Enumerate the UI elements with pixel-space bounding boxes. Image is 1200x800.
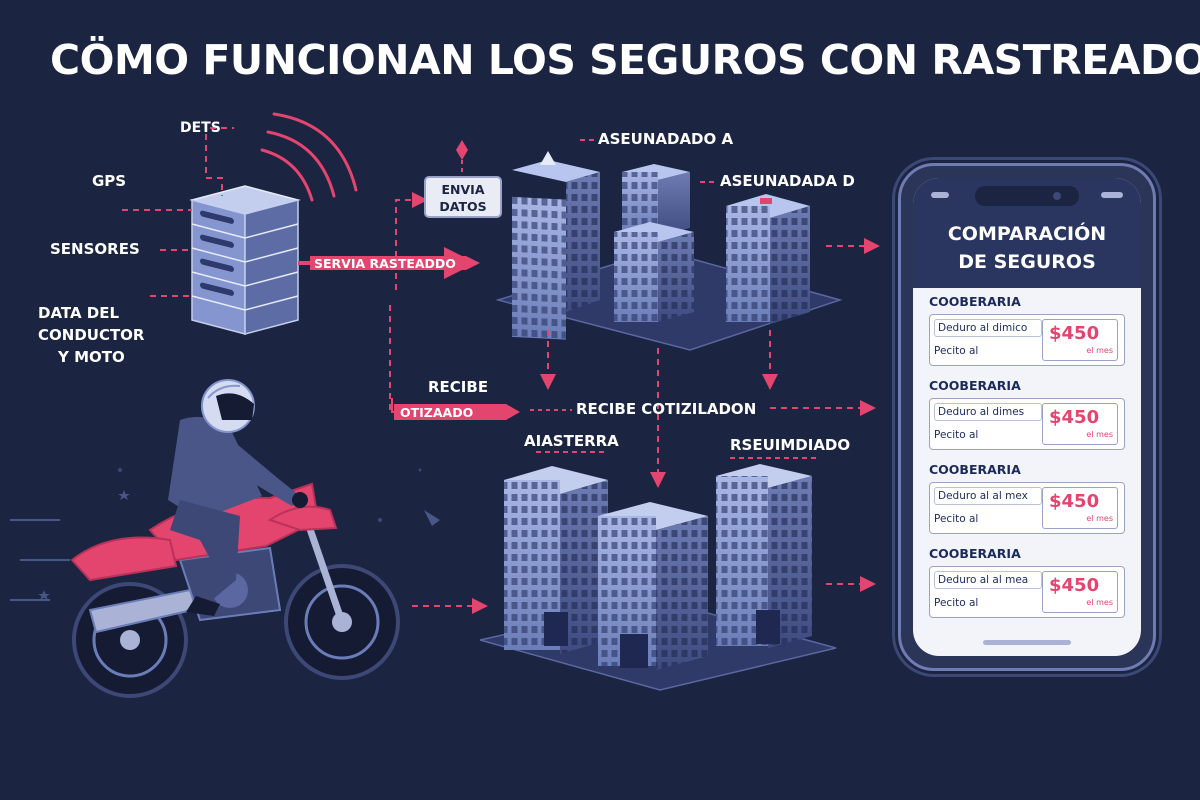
label-insurer-bottom-a: AIASTERRA <box>524 432 619 450</box>
quote-section[interactable]: COOBERARIA Deduro al al mex Pecito al $4… <box>929 462 1129 534</box>
quote-price-box: $450 el mes <box>1042 319 1118 361</box>
label-dets: DETS <box>180 120 221 136</box>
label-otizaado: OTIZAADO <box>400 405 474 420</box>
arrow-otizaado <box>391 398 520 420</box>
signal-waves-icon <box>260 112 358 202</box>
status-indicator-left <box>931 192 949 198</box>
quote-price-period: el mes <box>1086 514 1113 523</box>
label-sensores: SENSORES <box>50 240 140 258</box>
quote-price-label: Pecito al <box>934 513 979 525</box>
label-insurer-top-a: ASEUNADADO A <box>598 130 734 148</box>
label-insurer-top-b: ASEUNADADA D <box>720 172 855 190</box>
phone-title: COMPARACIÓN DE SEGUROS <box>913 220 1141 276</box>
quote-section[interactable]: COOBERARIA Deduro al dimico Pecito al $4… <box>929 294 1129 366</box>
phone-notch <box>975 186 1079 206</box>
phone-title-line1: COMPARACIÓN <box>947 223 1107 245</box>
quote-deductible: Deduro al dimico <box>934 319 1042 337</box>
quote-card[interactable]: Deduro al dimes Pecito al $450 el mes <box>929 398 1125 450</box>
label-driver-data-line3: Y MOTO <box>58 348 125 366</box>
quote-price-period: el mes <box>1086 430 1113 439</box>
quote-section-title: COOBERARIA <box>929 294 1021 309</box>
label-servia: SERVIA RASTEADDO <box>314 256 456 271</box>
motorcycle-rider-icon <box>10 379 400 698</box>
label-driver-data-line1: DATA DEL <box>38 304 120 322</box>
quote-price-label: Pecito al <box>934 429 979 441</box>
quote-price-box: $450 el mes <box>1042 403 1118 445</box>
label-insurer-bottom-b: RSEUIMDIADO <box>730 436 851 454</box>
quote-price-label: Pecito al <box>934 345 979 357</box>
office-building-icon <box>479 464 837 691</box>
envia-datos-badge: ENVIA DATOS <box>424 176 502 218</box>
office-building-icon <box>495 151 843 351</box>
envia-line2: DATOS <box>439 199 487 214</box>
quote-section-title: COOBERARIA <box>929 546 1021 561</box>
quote-card[interactable]: Deduro al al mex Pecito al $450 el mes <box>929 482 1125 534</box>
quote-deductible: Deduro al dimes <box>934 403 1042 421</box>
page-title: CÖMO FUNCIONAN LOS SEGUROS CON RASTREADO… <box>50 36 1200 84</box>
label-driver-data-line2: CONDUCTOR <box>38 326 145 344</box>
background-stars <box>38 468 440 600</box>
quote-card[interactable]: Deduro al al mea Pecito al $450 el mes <box>929 566 1125 618</box>
quote-section-title: COOBERARIA <box>929 378 1021 393</box>
quote-price: $450 <box>1049 323 1100 344</box>
smartphone-icon: COMPARACIÓN DE SEGUROS COOBERARIA Deduro… <box>898 163 1156 671</box>
quote-section-title: COOBERARIA <box>929 462 1021 477</box>
quote-deductible: Deduro al al mex <box>934 487 1042 505</box>
quote-card[interactable]: Deduro al dimico Pecito al $450 el mes <box>929 314 1125 366</box>
label-gps: GPS <box>92 172 127 190</box>
quote-price-period: el mes <box>1086 346 1113 355</box>
quote-price: $450 <box>1049 407 1100 428</box>
quote-price: $450 <box>1049 575 1100 596</box>
quote-deductible: Deduro al al mea <box>934 571 1042 589</box>
envia-line1: ENVIA <box>441 182 485 197</box>
spark-icon <box>456 140 468 160</box>
phone-screen: COMPARACIÓN DE SEGUROS COOBERARIA Deduro… <box>913 178 1141 656</box>
label-recibe-cotizacion: RECIBE COTIZILADON <box>576 400 757 418</box>
quote-section[interactable]: COOBERARIA Deduro al dimes Pecito al $45… <box>929 378 1129 450</box>
quote-section[interactable]: COOBERARIA Deduro al al mea Pecito al $4… <box>929 546 1129 618</box>
label-driver-data: DATA DEL CONDUCTOR Y MOTO <box>38 302 145 368</box>
phone-header: COMPARACIÓN DE SEGUROS <box>913 178 1141 288</box>
phone-title-line2: DE SEGUROS <box>958 251 1096 273</box>
quote-price-box: $450 el mes <box>1042 571 1118 613</box>
label-recibe: RECIBE <box>428 378 489 396</box>
quote-price: $450 <box>1049 491 1100 512</box>
quote-price-label: Pecito al <box>934 597 979 609</box>
home-indicator[interactable] <box>983 640 1071 645</box>
server-icon <box>189 185 301 335</box>
input-connectors <box>122 127 234 297</box>
camera-icon <box>1053 192 1061 200</box>
quote-price-period: el mes <box>1086 598 1113 607</box>
status-indicator-right <box>1101 192 1123 198</box>
quote-price-box: $450 el mes <box>1042 487 1118 529</box>
